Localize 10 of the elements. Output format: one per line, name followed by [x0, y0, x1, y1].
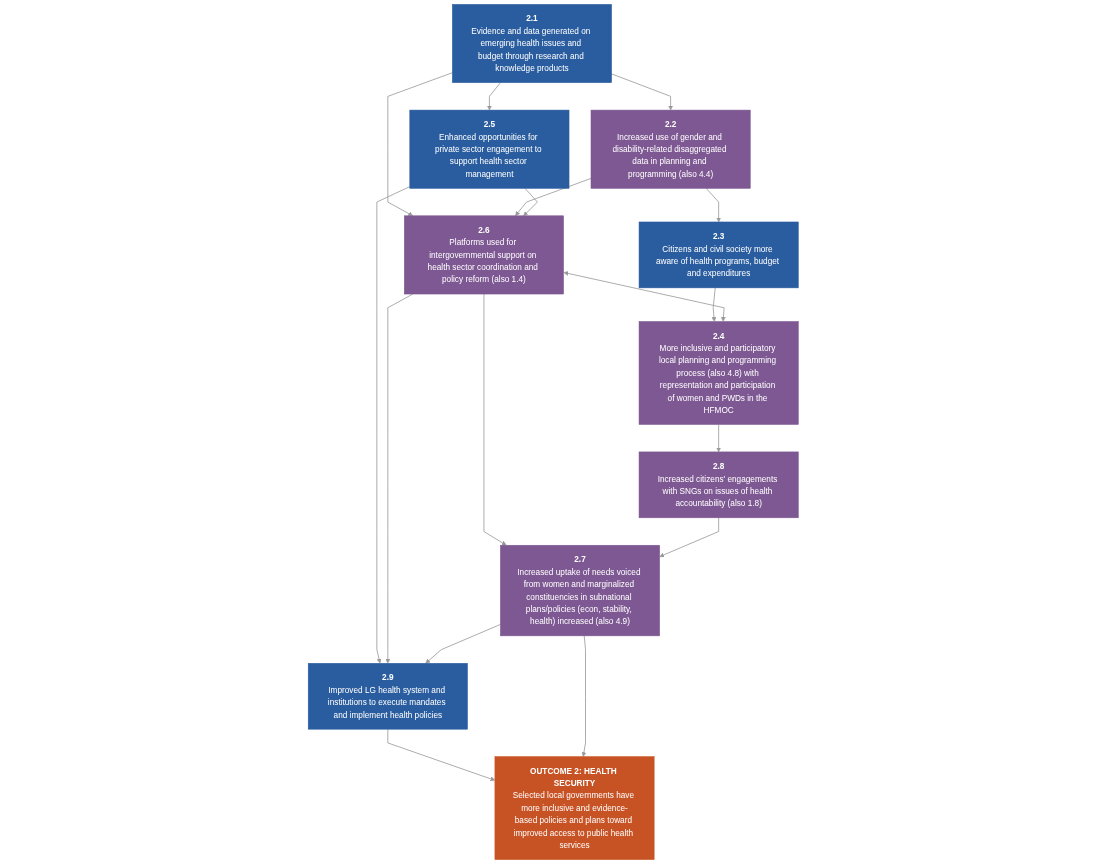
node-box: 2.2 Increased use of gender and disability-related disaggregated data in planning and programming (also 4.4): [590, 109, 751, 189]
node-box: 2.9 Improved LG health system and institutions to execute mandates and implement health policies: [308, 663, 468, 730]
node-box: 2.4 More inclusive and participatory local planning and programming process (also 4.8) with representation and participation of women and PWDs in the HFMOC: [639, 321, 799, 425]
node-box: 2.3 Citizens and civil society more aware of health programs, budget and expenditures: [639, 221, 799, 289]
node-box: 2.8 Increased citizens' engagements with SNGs on issues of health accountability (also 1.8): [639, 451, 799, 519]
node-box: 2.5 Enhanced opportunities for private sector engagement to support health sector management: [409, 109, 570, 189]
node-box: OUTCOME 2: HEALTH SECURITY Selected local governments have more inclusive and evidence-based policies and plans toward improved access to public health services: [494, 756, 655, 860]
node-box: 2.1 Evidence and data generated on emerging health issues and budget through research and knowledge products: [452, 4, 613, 83]
node-box: 2.7 Increased uptake of needs voiced from women and marginalized constituencies in subnational plans/policies (econ, stability, health) increased (also 4.9): [500, 544, 661, 637]
node-box: 2.6 Platforms used for intergovernmental support on health sector coordination and policy reform (also 1.4): [404, 215, 565, 295]
